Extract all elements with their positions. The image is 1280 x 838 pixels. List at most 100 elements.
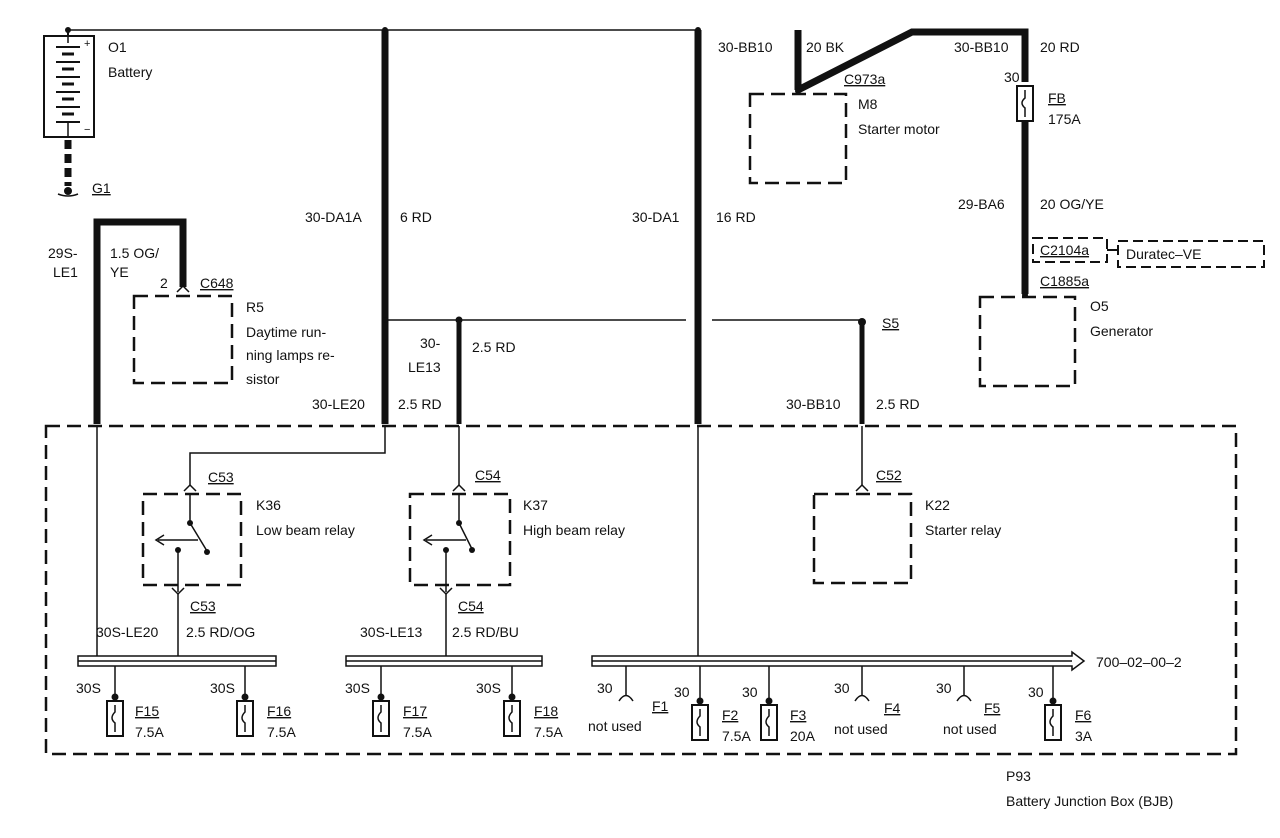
battery-symbol: + − bbox=[43, 27, 95, 138]
k22-conn-top: C52 bbox=[876, 467, 902, 483]
ground-icon bbox=[57, 193, 79, 197]
wire-s-le20-spec: 2.5 RD/OG bbox=[186, 624, 255, 640]
fuse-f6-rating: 3A bbox=[1075, 728, 1093, 744]
k37-relay-box bbox=[408, 492, 512, 587]
fuse-f1-status: not used bbox=[588, 718, 642, 734]
k36-conn-bottom: C53 bbox=[190, 598, 216, 614]
wire-bb10-20rd bbox=[796, 28, 1029, 94]
fuse-f4-unused-terminal bbox=[854, 666, 870, 702]
fuse-f3-pin: 30 bbox=[742, 684, 758, 700]
splice-id: S5 bbox=[882, 315, 899, 331]
wire-s-le13-spec: 2.5 RD/BU bbox=[452, 624, 519, 640]
diagram-reference: 700–02–00–2 bbox=[1096, 654, 1182, 670]
k22-id: K22 bbox=[925, 497, 950, 513]
k37-conn-top: C54 bbox=[475, 467, 501, 483]
wire-le13-spec: 2.5 RD bbox=[472, 339, 516, 355]
resistor-connector: C648 bbox=[200, 275, 234, 291]
fuse-f2-id: F2 bbox=[722, 707, 739, 723]
fuse-f3-rating: 20A bbox=[790, 728, 816, 744]
fuse-f5-id: F5 bbox=[984, 700, 1001, 716]
k36-id: K36 bbox=[256, 497, 281, 513]
starter-motor-connector: C973a bbox=[844, 71, 885, 87]
wire-le13-code2: LE13 bbox=[408, 359, 441, 375]
fuse-f15-pin: 30S bbox=[76, 680, 101, 696]
fuse-f16 bbox=[236, 666, 254, 737]
fuse-f15 bbox=[106, 666, 124, 737]
fuse-f18 bbox=[503, 666, 521, 737]
wire-le13-code: 30- bbox=[420, 335, 441, 351]
fuse-f15-id: F15 bbox=[135, 703, 159, 719]
wire-da1-code: 30-DA1 bbox=[632, 209, 680, 225]
k37-name: High beam relay bbox=[523, 522, 625, 538]
duratec-label: Duratec–VE bbox=[1126, 246, 1201, 262]
wire-le20-spec: 2.5 RD bbox=[398, 396, 442, 412]
fuse-f1-unused-terminal bbox=[618, 666, 634, 702]
starter-motor-id: M8 bbox=[858, 96, 878, 112]
ground-id: G1 bbox=[92, 180, 111, 196]
bjb-id: P93 bbox=[1006, 768, 1031, 784]
fuse-f4-id: F4 bbox=[884, 700, 901, 716]
wire-le1-code: 29S- bbox=[48, 245, 78, 261]
fuse-f2-pin: 30 bbox=[674, 684, 690, 700]
fuse-f5-unused-terminal bbox=[956, 666, 972, 702]
fuse-f17-id: F17 bbox=[403, 703, 427, 719]
fuse-f16-pin: 30S bbox=[210, 680, 235, 696]
wire-s-le20-code: 30S-LE20 bbox=[96, 624, 158, 640]
k22-name: Starter relay bbox=[925, 522, 1001, 538]
wire-bb10c-spec: 2.5 RD bbox=[876, 396, 920, 412]
k36-conn-top: C53 bbox=[208, 469, 234, 485]
fuse-f4-pin: 30 bbox=[834, 680, 850, 696]
wire-le1-spec2: YE bbox=[110, 264, 129, 280]
fuse-f6-pin: 30 bbox=[1028, 684, 1044, 700]
fuse-f1-id: F1 bbox=[652, 698, 669, 714]
ground-point bbox=[64, 187, 72, 195]
wire-ba6-spec: 20 OG/YE bbox=[1040, 196, 1104, 212]
wire-s-le13-code: 30S-LE13 bbox=[360, 624, 422, 640]
k36-relay-box bbox=[141, 492, 243, 587]
generator-box bbox=[978, 295, 1077, 388]
k37-id: K37 bbox=[523, 497, 548, 513]
duratec-box bbox=[1117, 240, 1265, 268]
resistor-pin: 2 bbox=[160, 275, 168, 291]
k36-name: Low beam relay bbox=[256, 522, 355, 538]
fuse-f16-rating: 7.5A bbox=[267, 724, 296, 740]
wire-le1-code2: LE1 bbox=[53, 264, 78, 280]
battery-plus-label: + bbox=[84, 38, 90, 50]
k37-conn-bottom: C54 bbox=[458, 598, 484, 614]
fuse-f2 bbox=[691, 666, 709, 741]
fuse-f15-rating: 7.5A bbox=[135, 724, 164, 740]
wire-le1-spec: 1.5 OG/ bbox=[110, 245, 159, 261]
starter-motor-box bbox=[748, 92, 848, 185]
resistor-line3: sistor bbox=[246, 371, 280, 387]
resistor-id: R5 bbox=[246, 299, 264, 315]
wire-bb10b-code: 30-BB10 bbox=[954, 39, 1009, 55]
wire-bb10b-spec: 20 RD bbox=[1040, 39, 1080, 55]
fuse-f17 bbox=[372, 666, 390, 737]
fuse-f16-id: F16 bbox=[267, 703, 291, 719]
fuse-f6-id: F6 bbox=[1075, 707, 1092, 723]
battery-id: O1 bbox=[108, 39, 127, 55]
fuse-fb-pin: 30 bbox=[1004, 69, 1020, 85]
battery-minus-label: − bbox=[84, 124, 90, 136]
fuse-f3 bbox=[760, 666, 778, 741]
fuse-fb-id: FB bbox=[1048, 90, 1066, 106]
fuse-f5-pin: 30 bbox=[936, 680, 952, 696]
wire-da1a-spec: 6 RD bbox=[400, 209, 432, 225]
fuse-f18-rating: 7.5A bbox=[534, 724, 563, 740]
fuse-f2-rating: 7.5A bbox=[722, 728, 751, 744]
fuse-fb-rating: 175A bbox=[1048, 111, 1081, 127]
generator-name: Generator bbox=[1090, 323, 1153, 339]
fuse-f18-id: F18 bbox=[534, 703, 558, 719]
fuse-f6 bbox=[1044, 666, 1062, 741]
fuse-f4-status: not used bbox=[834, 721, 888, 737]
resistor-box bbox=[132, 294, 234, 385]
bjb-box bbox=[44, 424, 1238, 756]
k22-relay-box bbox=[812, 492, 913, 585]
fuse-f18-pin: 30S bbox=[476, 680, 501, 696]
resistor-line2: ning lamps re- bbox=[246, 347, 335, 363]
wire-da1a-code: 30-DA1A bbox=[305, 209, 362, 225]
wire-bb10a-spec: 20 BK bbox=[806, 39, 845, 55]
wire-ba6-code: 29-BA6 bbox=[958, 196, 1005, 212]
generator-conn2: C1885a bbox=[1040, 273, 1089, 289]
